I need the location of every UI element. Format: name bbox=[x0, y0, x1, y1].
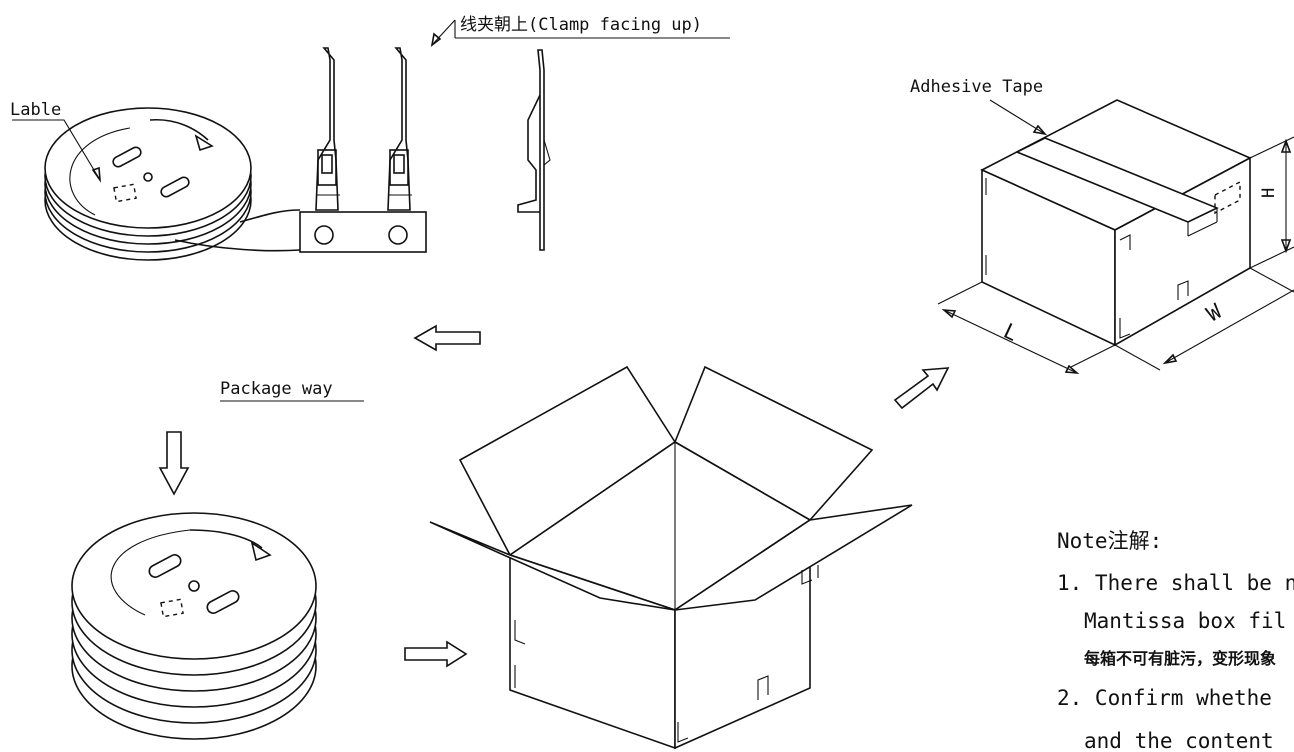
closed-box: Adhesive Tape H L W bbox=[910, 77, 1294, 375]
arrow-right bbox=[404, 640, 468, 668]
note-title: Note注解: bbox=[1057, 529, 1162, 553]
clamp-callout: 线夹朝上(Clamp facing up) bbox=[430, 15, 730, 47]
reel-stack bbox=[71, 512, 317, 740]
note-block: Note注解: 1. There shall be n Mantissa box… bbox=[1057, 529, 1294, 752]
lable-callout: Lable bbox=[10, 100, 102, 183]
note-line-3: 每箱不可有脏污，变形现象 bbox=[1084, 649, 1276, 668]
arrow-diagonal bbox=[893, 367, 950, 410]
package-way-text: Package way bbox=[220, 379, 333, 399]
dim-l-text: L bbox=[1000, 319, 1022, 346]
note-line-1: 1. There shall be n bbox=[1057, 571, 1294, 595]
terminal-side-view bbox=[517, 49, 551, 251]
arrow-down bbox=[158, 431, 190, 496]
open-box bbox=[429, 365, 913, 750]
lable-text: Lable bbox=[10, 100, 61, 120]
note-line-4: 2. Confirm whethe bbox=[1057, 686, 1272, 710]
dim-w-text: W bbox=[1203, 299, 1226, 326]
clamp-text: 线夹朝上(Clamp facing up) bbox=[460, 15, 702, 35]
reel-top bbox=[44, 107, 301, 261]
adhesive-tape-text: Adhesive Tape bbox=[910, 77, 1043, 97]
note-line-2: Mantissa box fil bbox=[1084, 609, 1286, 633]
terminal-strip bbox=[299, 47, 427, 253]
arrow-left bbox=[413, 324, 481, 352]
package-way-label: Package way bbox=[220, 379, 364, 402]
dim-h-text: H bbox=[1259, 188, 1279, 198]
note-line-5: and the content bbox=[1084, 729, 1274, 752]
